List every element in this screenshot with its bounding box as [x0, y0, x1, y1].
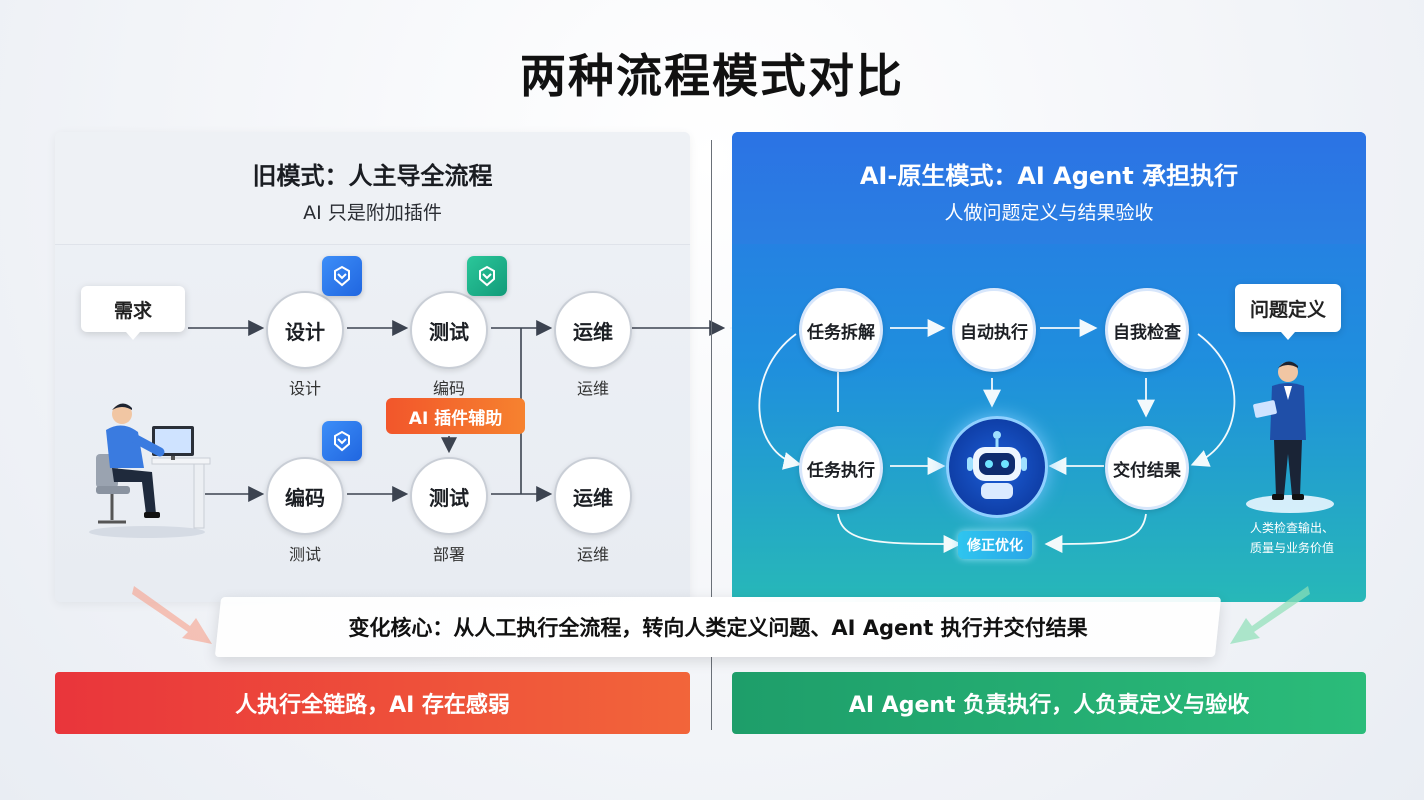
- ai-native-summary: AI Agent 负责执行，人负责定义与验收: [732, 672, 1366, 734]
- requirement-bubble: 需求: [81, 286, 185, 340]
- old-node-test: 测试: [410, 291, 488, 369]
- fix-optimize-badge: 修正优化: [958, 531, 1032, 559]
- old-caption-deploy: 部署: [432, 545, 465, 564]
- plugin-icon: [322, 256, 362, 296]
- old-caption-test: 测试: [288, 545, 321, 564]
- ai-native-header: AI-原生模式：AI Agent 承担执行 人做问题定义与结果验收: [732, 132, 1366, 244]
- old-caption-coding: 编码: [432, 379, 465, 398]
- old-node-design: 设计: [266, 291, 344, 369]
- old-caption-ops-2: 运维: [576, 545, 609, 564]
- ai-node-decompose: 任务拆解: [799, 288, 883, 372]
- reviewer-note: 人类检查输出、 质量与业务价值: [1232, 518, 1352, 558]
- old-mode-summary: 人执行全链路，AI 存在感弱: [55, 672, 690, 734]
- old-mode-title: 旧模式：人主导全流程: [252, 162, 493, 190]
- human-reviewer-icon: [1246, 361, 1334, 513]
- old-mode-subtitle: AI 只是附加插件: [303, 202, 442, 224]
- ai-node-deliver: 交付结果: [1105, 426, 1189, 510]
- problem-definition-bubble: 问题定义: [1235, 284, 1341, 340]
- old-mode-header: 旧模式：人主导全流程 AI 只是附加插件: [55, 132, 690, 245]
- developer-at-desk-icon: [89, 403, 211, 538]
- ai-plugin-assist-badge: AI 插件辅助: [386, 398, 525, 434]
- ai-native-title: AI-原生模式：AI Agent 承担执行: [859, 162, 1239, 190]
- reviewer-note-line-1: 人类检查输出、: [1249, 521, 1334, 535]
- ai-node-self-check: 自我检查: [1105, 288, 1189, 372]
- ai-node-task-exec: 任务执行: [799, 426, 883, 510]
- old-node-test-2: 测试: [410, 457, 488, 535]
- ai-native-subtitle: 人做问题定义与结果验收: [944, 202, 1154, 224]
- page-title: 两种流程模式对比: [520, 49, 904, 103]
- left-down-arrow-icon: [132, 586, 212, 644]
- old-node-ops: 运维: [554, 291, 632, 369]
- ai-agent-robot-icon: [946, 416, 1048, 518]
- reviewer-note-line-2: 质量与业务价值: [1249, 541, 1334, 555]
- old-caption-design: 设计: [288, 379, 321, 398]
- ai-node-auto-exec: 自动执行: [952, 288, 1036, 372]
- right-down-arrow-icon: [1230, 586, 1310, 644]
- old-caption-ops: 运维: [576, 379, 609, 398]
- plugin-icon-2: [322, 421, 362, 461]
- ai-native-arrows: [758, 319, 1236, 553]
- change-core-text: 变化核心：从人工执行全流程，转向人类定义问题、AI Agent 执行并交付结果: [348, 616, 1088, 640]
- old-node-coding: 编码: [266, 457, 344, 535]
- old-node-ops-2: 运维: [554, 457, 632, 535]
- plugin-icon-green: [467, 256, 507, 296]
- panel-divider: [711, 140, 712, 730]
